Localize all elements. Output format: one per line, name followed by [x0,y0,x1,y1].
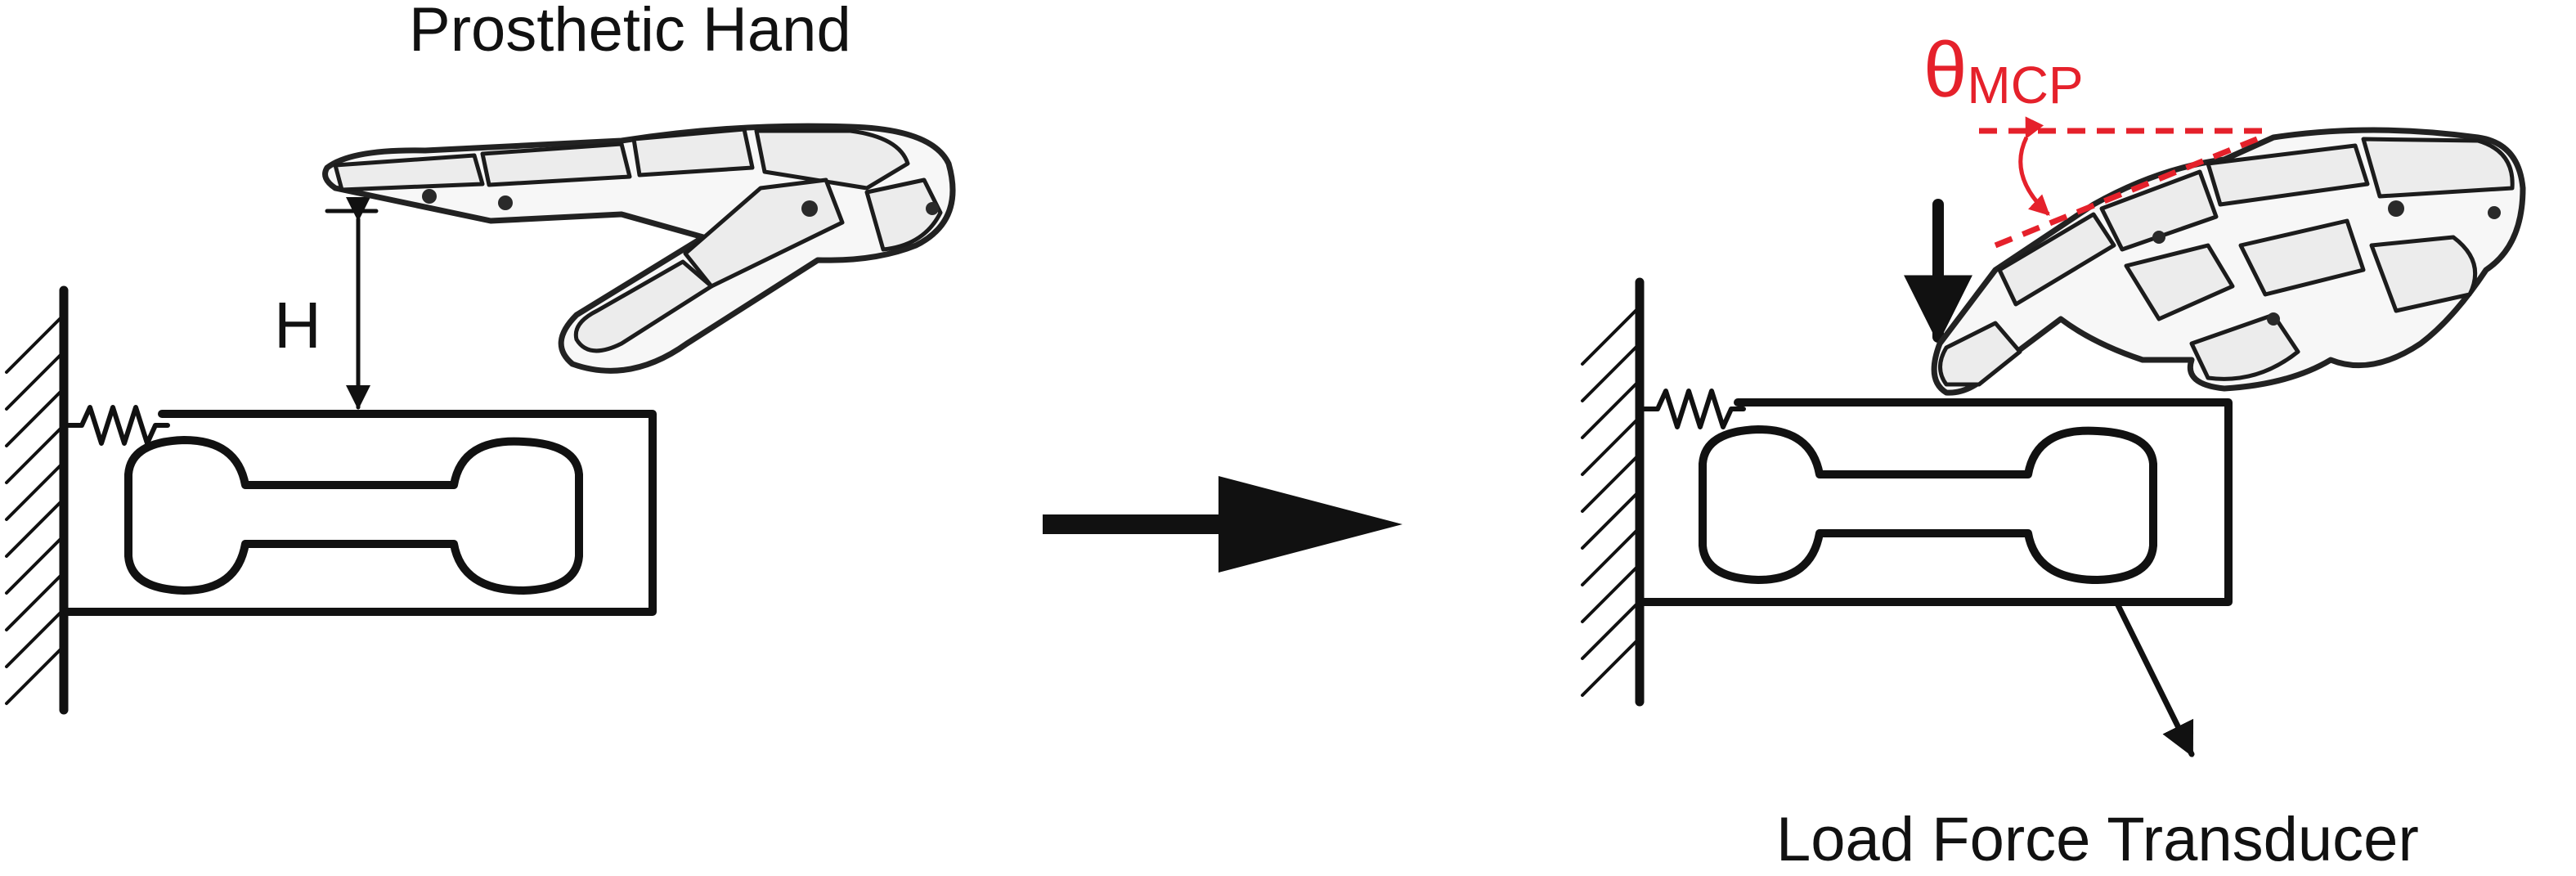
transition-arrow [1043,476,1402,573]
left-dogbone-cutout [124,436,583,595]
right-load-transducer [1639,398,2233,606]
right-prosthetic-hand-illustration [1931,127,2526,396]
height-dimension: H [274,197,379,410]
transducer-pointer-arrow [2115,602,2195,757]
left-wall [5,285,69,715]
left-wall-hatching [5,313,65,705]
right-wall [1581,277,1645,707]
prosthetic-hand-label: Prosthetic Hand [409,0,851,65]
right-dogbone-cutout [1699,425,2157,584]
theta-mcp-label: θMCP [1923,26,2084,115]
right-wall-hatching [1581,305,1641,697]
right-panel: θMCP Load Force Transducer [1581,26,2526,874]
angle-arc [2018,116,2050,216]
right-spring [1642,389,1746,429]
left-prosthetic-hand-illustration [322,123,956,374]
theta-symbol: θ [1923,26,1967,114]
left-panel: H Prosthetic Hand [5,0,956,715]
finger-axis-line [1994,136,2259,249]
left-spring [66,405,170,446]
left-load-transducer [63,410,657,616]
load-force-transducer-label: Load Force Transducer [1776,805,2419,874]
theta-subscript: MCP [1967,56,2083,115]
height-label: H [274,289,321,362]
mcp-angle-annotation: θMCP [1923,26,2273,249]
